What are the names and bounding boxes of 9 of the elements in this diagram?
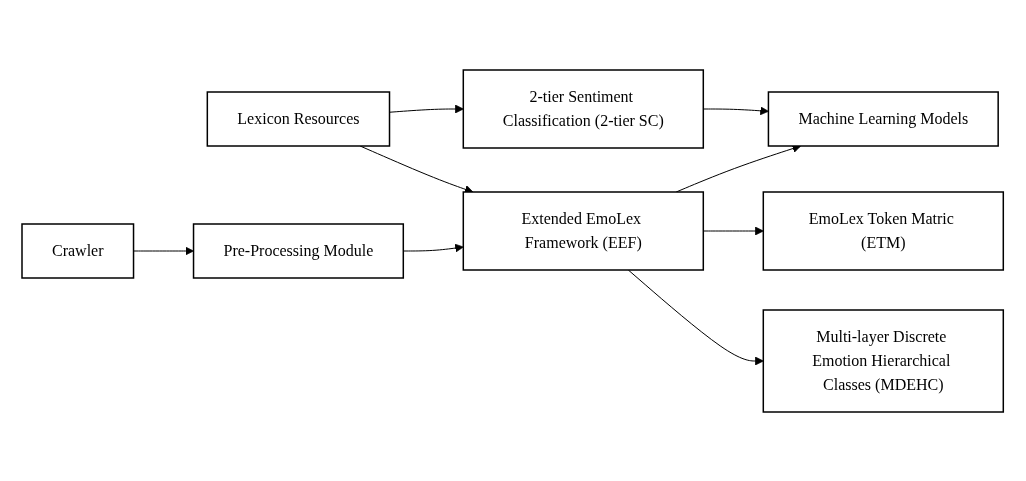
node-box: EmoLex Token Matric (ETM) bbox=[762, 190, 1005, 271]
arrow bbox=[360, 145, 474, 193]
node-box: 2-tier Sentiment Classification (2-tier SC) bbox=[462, 68, 705, 149]
node-box: Crawler bbox=[21, 222, 135, 279]
node-box: Extended EmoLex Framework (EEF) bbox=[462, 190, 705, 271]
node-box: Machine Learning Models bbox=[768, 90, 1000, 147]
node-box: Lexicon Resources bbox=[206, 90, 391, 147]
node-box: Pre-Processing Module bbox=[193, 222, 405, 279]
node-box: Multi-layer Discrete Emotion Hierarchical Classes (MDEHC) bbox=[762, 308, 1005, 413]
